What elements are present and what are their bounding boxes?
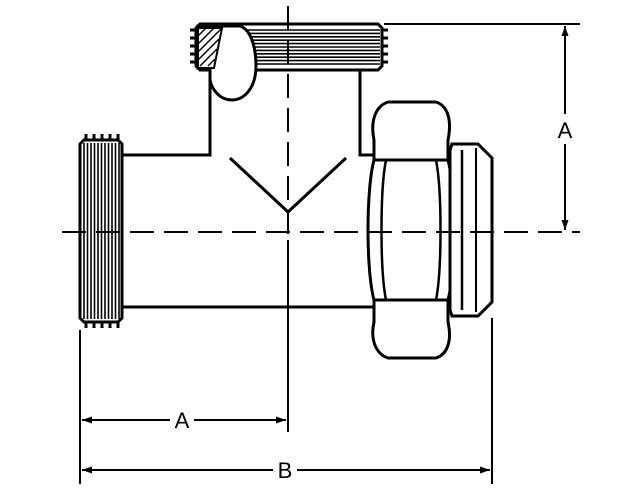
center-lines bbox=[62, 6, 580, 432]
branch-thread-lines bbox=[244, 29, 380, 65]
extension-lines bbox=[79, 23, 580, 484]
dimension-label-b-horizontal: B bbox=[278, 458, 293, 483]
union-collar bbox=[448, 142, 494, 318]
union-hex-nut bbox=[366, 100, 456, 360]
dimension-a-vertical: A bbox=[554, 26, 576, 230]
dimension-label-a-vertical: A bbox=[558, 118, 573, 143]
dimension-label-a-horizontal: A bbox=[175, 408, 190, 433]
dimension-b-horizontal: B bbox=[82, 456, 490, 484]
dimension-a-horizontal: A bbox=[82, 406, 286, 434]
tee-body bbox=[122, 70, 374, 309]
